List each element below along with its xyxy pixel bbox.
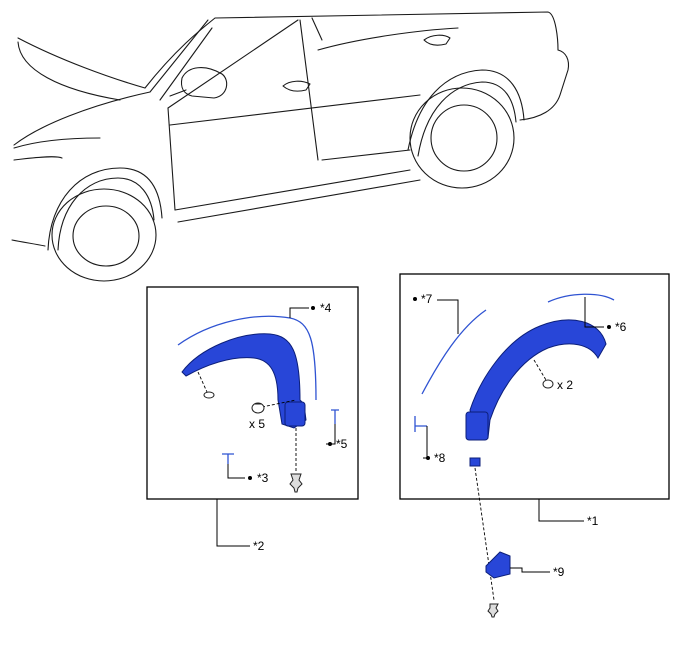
screw-bottom-left [289,428,303,493]
right-detail-box [399,273,670,500]
mudguard-tab-right [465,411,489,441]
callout-9: *9 [510,565,565,579]
svg-text:*9: *9 [553,565,565,579]
tape-6 [547,293,615,303]
clip-x5 [251,399,297,414]
tape-5 [331,409,339,424]
callout-2: *2 [216,499,265,553]
tape-7 [421,309,487,395]
bracket-small [469,457,481,467]
clip-left [197,371,215,399]
callout-6: *6 [584,297,627,334]
callout-3: *3 [227,464,269,485]
svg-text:*1: *1 [587,514,599,528]
svg-text:*8: *8 [434,451,446,465]
callout-1: *1 [538,499,599,528]
svg-text:*7: *7 [421,292,433,306]
tape-3 [222,453,234,464]
callout-4: *4 [289,301,332,318]
qty-label-right: x 2 [557,378,573,392]
callout-7: *7 [413,292,459,334]
callout-8: *8 [423,426,446,465]
lower-bracket-9 [485,551,511,579]
tape-8 [414,416,427,432]
left-detail-box [146,286,359,500]
svg-text:*2: *2 [253,539,265,553]
dash-line-lower [474,467,495,601]
callout-5: *5 [326,424,348,451]
arch-molding-right [469,319,607,439]
svg-text:*5: *5 [336,437,348,451]
clip-x2 [533,359,554,389]
qty-label-left: x 5 [249,417,265,431]
svg-text:*6: *6 [615,320,627,334]
mudguard-tab-left [284,401,306,427]
svg-text:*3: *3 [257,471,269,485]
screw-bottom-right [487,603,499,618]
vehicle-outline [11,11,570,282]
svg-text:*4: *4 [320,301,332,315]
